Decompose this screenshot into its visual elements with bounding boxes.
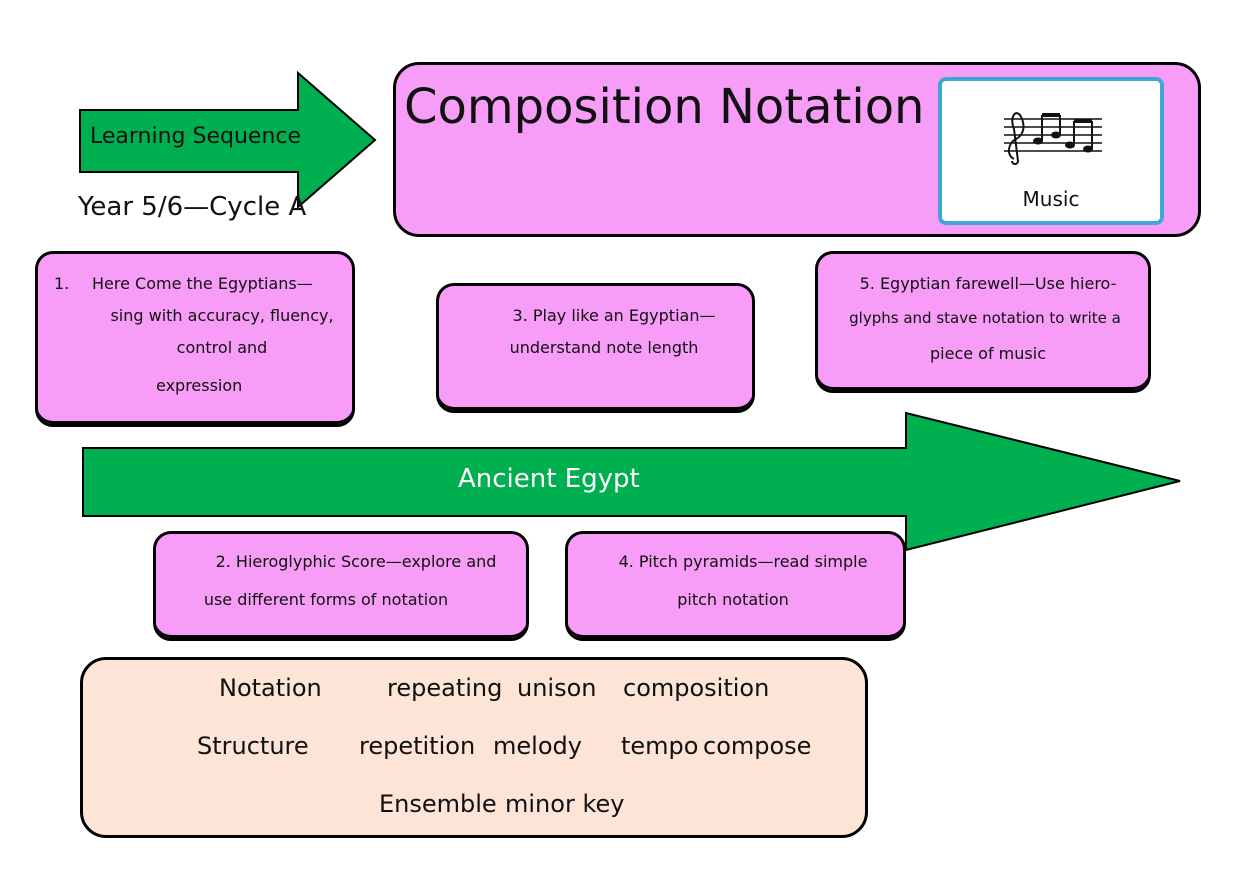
- vocab-word: repeating: [387, 674, 503, 702]
- vocab-word: Notation: [219, 674, 322, 702]
- year-cycle-label: Year 5/6—Cycle A: [78, 192, 307, 222]
- vocab-word: Structure: [197, 732, 309, 760]
- subject-card: Music: [938, 77, 1164, 225]
- vocabulary-box: Notation repeating unison composition St…: [80, 657, 868, 838]
- lesson-5-line-2: glyphs and stave notation to write a: [849, 309, 1121, 327]
- lesson-1-number: 1.: [54, 274, 70, 293]
- lesson-3-box: 3. Play like an Egyptian— understand not…: [436, 283, 755, 413]
- ancient-egypt-arrow: [82, 411, 1181, 552]
- vocab-word: minor key: [505, 790, 625, 818]
- music-notes-icon: [1004, 112, 1102, 165]
- lesson-3-line-2: understand note length: [509, 338, 699, 357]
- lesson-1-line-4: expression: [156, 376, 243, 395]
- lesson-5-box: 5. Egyptian farewell—Use hiero- glyphs a…: [815, 251, 1151, 393]
- lesson-4-line-1: 4. Pitch pyramids—read simple: [618, 552, 868, 571]
- learning-sequence-label: Learning Sequence: [90, 124, 302, 149]
- vocab-word: tempo: [621, 732, 699, 760]
- vocab-word: compose: [703, 732, 812, 760]
- learning-sequence-arrow: [79, 70, 377, 210]
- vocab-word: composition: [623, 674, 770, 702]
- lesson-2-line-2: use different forms of notation: [203, 590, 449, 609]
- lesson-5-line-1: 5. Egyptian farewell—Use hiero-: [859, 274, 1117, 293]
- lesson-1-box: 1. Here Come the Egyptians— sing with ac…: [35, 251, 355, 427]
- lesson-3-line-1: 3. Play like an Egyptian—: [512, 306, 716, 325]
- page-title: Composition Notation: [404, 79, 925, 135]
- subject-label: Music: [1022, 187, 1080, 211]
- lesson-5-line-3: piece of music: [930, 344, 1046, 363]
- lesson-1-line-1: Here Come the Egyptians—: [92, 274, 313, 293]
- vocab-word: melody: [493, 732, 582, 760]
- vocab-word: unison: [517, 674, 597, 702]
- vocab-word: Ensemble: [379, 790, 497, 818]
- lesson-1-line-3: control and: [176, 338, 268, 357]
- title-box: Composition Notation: [393, 62, 1201, 237]
- theme-label: Ancient Egypt: [458, 464, 640, 494]
- lesson-2-box: 2. Hieroglyphic Score—explore and use di…: [153, 531, 529, 641]
- lesson-2-line-1: 2. Hieroglyphic Score—explore and: [215, 552, 497, 571]
- vocab-word: repetition: [359, 732, 476, 760]
- lesson-4-line-2: pitch notation: [677, 590, 789, 609]
- lesson-1-line-2: sing with accuracy, fluency,: [110, 306, 334, 325]
- lesson-4-box: 4. Pitch pyramids—read simple pitch nota…: [565, 531, 906, 641]
